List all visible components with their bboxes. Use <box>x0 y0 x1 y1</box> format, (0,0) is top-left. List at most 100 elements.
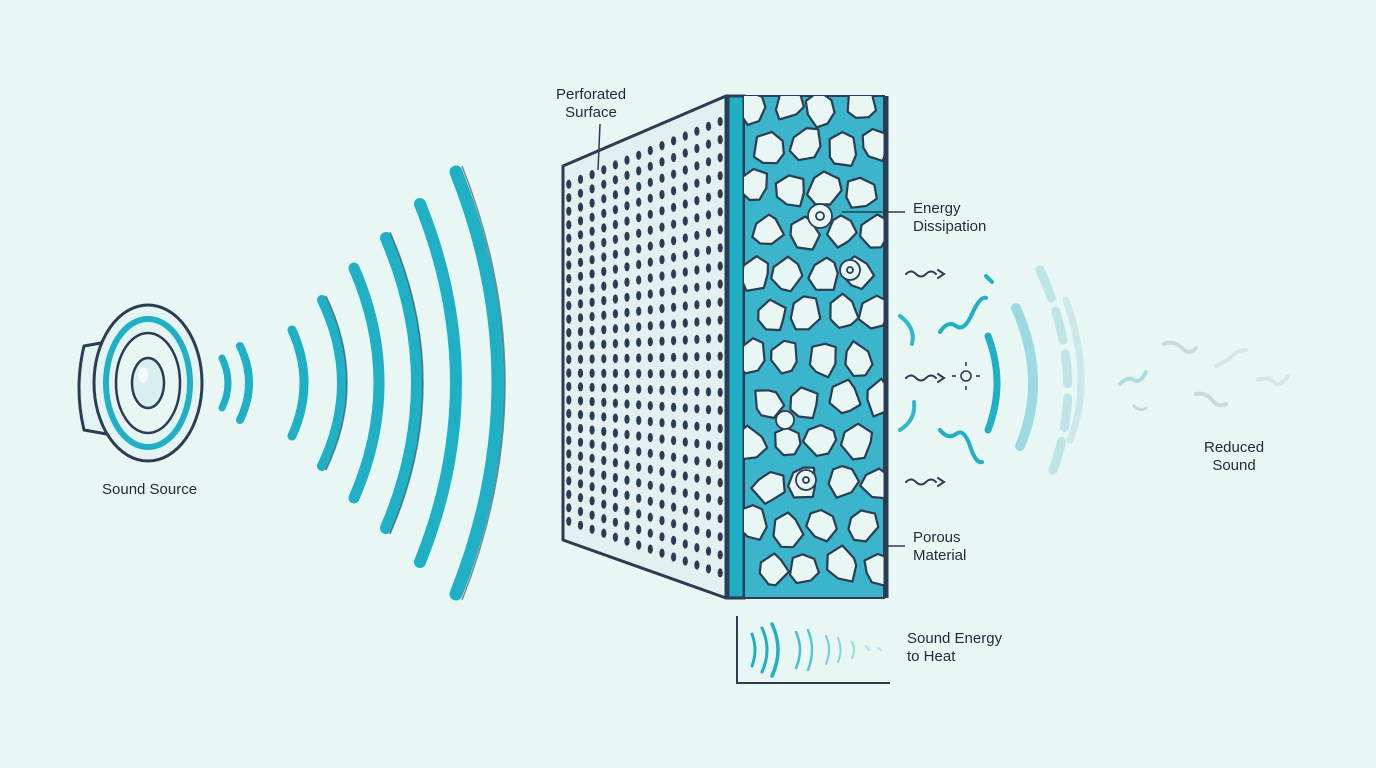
perforation-hole <box>601 441 607 451</box>
perforation-hole <box>659 385 665 395</box>
perforation-hole <box>612 175 619 185</box>
perforation-hole <box>647 273 653 283</box>
perforation-hole <box>647 305 653 315</box>
perforation-hole <box>694 213 700 223</box>
perforation-hole <box>566 408 572 419</box>
perforation-hole <box>566 301 572 311</box>
perforation-hole <box>612 532 619 542</box>
perforation-hole <box>624 307 630 318</box>
perforation-hole <box>694 317 700 327</box>
perforation-hole <box>624 506 630 516</box>
perforation-hole <box>682 284 688 294</box>
perforation-hole <box>612 368 619 378</box>
sound-waves <box>218 165 506 601</box>
porous-cell <box>801 424 838 457</box>
perforation-hole <box>589 482 595 492</box>
perforation-hole <box>636 353 642 363</box>
porous-cell <box>769 339 798 375</box>
perforation-hole <box>705 316 712 326</box>
perforation-hole <box>566 206 572 216</box>
perforation-hole <box>647 496 653 506</box>
perforation-hole <box>694 352 700 362</box>
perforation-hole <box>705 174 712 185</box>
perforation-hole <box>717 405 723 415</box>
perforation-hole <box>682 182 688 192</box>
perforation-hole <box>717 261 723 271</box>
perforation-hole <box>601 426 607 437</box>
perforation-hole <box>705 245 712 255</box>
perforation-hole <box>624 475 630 485</box>
perforation-hole <box>694 386 700 397</box>
perforation-hole <box>612 190 619 200</box>
perforation-hole <box>577 396 584 406</box>
porous-cell <box>844 340 874 378</box>
perforation-hole <box>694 161 700 171</box>
perforation-hole <box>589 524 595 534</box>
perforation-hole <box>694 543 700 553</box>
perforation-hole <box>705 475 712 485</box>
perforation-hole <box>636 213 642 223</box>
perforation-hole <box>659 434 665 444</box>
perforation-hole <box>671 535 677 546</box>
perforation-hole <box>705 387 712 397</box>
perforation-hole <box>717 568 723 578</box>
perforation-hole <box>566 314 572 324</box>
sparkle-icon <box>775 203 861 491</box>
perforation-hole <box>671 302 677 312</box>
perforation-hole <box>577 174 584 184</box>
perforation-hole <box>601 455 607 466</box>
perforation-hole <box>717 315 723 325</box>
perforation-hole <box>694 369 700 379</box>
energy-to-heat-inset <box>736 616 890 684</box>
perforation-hole <box>612 487 619 498</box>
perforation-hole <box>682 369 688 379</box>
perforation-hole <box>636 150 642 160</box>
wave-arc-2 <box>236 342 253 424</box>
perforation-hole <box>624 155 630 165</box>
perforation-hole <box>589 467 595 478</box>
perforation-hole <box>577 451 584 461</box>
perforation-hole <box>601 194 607 204</box>
perforation-hole <box>612 517 619 527</box>
perforation-hole <box>717 225 723 235</box>
porous-cell <box>788 553 821 585</box>
perforation-hole <box>694 265 700 275</box>
perforation-hole <box>647 401 653 411</box>
perforation-hole <box>659 548 665 558</box>
perforation-hole <box>694 282 700 292</box>
perforation-hole <box>682 556 688 566</box>
perforation-hole <box>717 478 723 488</box>
perforation-hole <box>566 476 572 486</box>
perforation-hole <box>589 340 595 350</box>
wave-arc-7 <box>414 198 462 568</box>
perforation-hole <box>671 519 677 529</box>
perforation-hole <box>577 327 584 337</box>
perforation-hole <box>671 236 677 246</box>
perforation-hole <box>624 399 630 409</box>
perforation-hole <box>624 262 630 272</box>
perforation-hole <box>705 528 712 539</box>
porous-cell <box>788 127 822 162</box>
perforation-hole <box>624 170 630 180</box>
wave-arc-3 <box>287 325 309 441</box>
perforation-hole <box>577 410 584 420</box>
perforated-panel <box>561 94 746 600</box>
perforation-hole <box>682 386 688 396</box>
perforation-hole <box>647 225 653 235</box>
perforation-hole <box>682 148 688 158</box>
perforation-hole <box>694 438 700 449</box>
perforation-hole <box>705 121 712 131</box>
perforation-hole <box>566 179 572 189</box>
perforation-hole <box>624 323 630 333</box>
perforation-hole <box>577 271 584 281</box>
perforation-hole <box>601 354 607 364</box>
perforation-hole <box>566 341 572 351</box>
sparkle-icon <box>952 362 980 390</box>
perforation-hole <box>612 353 619 364</box>
perforation-hole <box>659 515 665 526</box>
perforation-hole <box>647 385 653 395</box>
perforation-hole <box>671 152 677 163</box>
porous-cell <box>859 467 884 500</box>
perforation-hole <box>577 437 584 447</box>
perforation-hole <box>659 271 665 281</box>
